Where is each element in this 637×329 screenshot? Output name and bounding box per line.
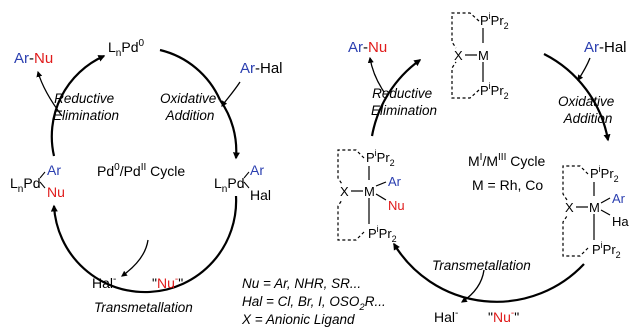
left-oxidative-label: Oxidative Addition [160, 91, 220, 123]
arc-transmetallation [50, 195, 238, 294]
svg-text:LnPd: LnPd [10, 175, 40, 195]
pincer-complex-aryl-halide: PiPr2 X M PiPr2 Ar Ha [562, 164, 629, 260]
svg-text:M: M [478, 48, 489, 63]
right-reagent-label: Ar-Hal [584, 39, 627, 56]
arc-right-oxidative [543, 53, 611, 142]
left-product-label: Ar-Nu [14, 50, 53, 67]
svg-text:Ar: Ar [250, 162, 264, 178]
arc-reductive-elimination [50, 54, 106, 157]
left-reductive-label: Reductive Elimination [53, 91, 119, 123]
pd-cycle-name: Pd0/PdII Cycle [97, 162, 185, 179]
svg-text:PiPr2: PiPr2 [592, 240, 621, 260]
arrow-transmetallation-split [121, 239, 149, 277]
svg-text:Nu = Ar, NHR, SR...: Nu = Ar, NHR, SR... [242, 276, 361, 291]
right-transmetallation-label: Transmetallation [432, 258, 531, 273]
arrow-right-aryl-halide-in [577, 57, 591, 81]
lnpd0-label: LnPd0 [108, 38, 144, 59]
arc-oxidative-addition [219, 99, 240, 160]
m-cycle-name: MI/MIII Cycle [468, 152, 545, 169]
svg-text:X: X [565, 200, 574, 215]
pd-aryl-halide-complex: LnPd Ar Hal [214, 162, 271, 203]
arc-right-reductive [370, 59, 422, 137]
arrow-right-transmetallation-split [461, 269, 485, 303]
right-oxidative-label: Oxidative Addition [558, 94, 618, 126]
metals-label: M = Rh, Co [472, 177, 543, 193]
svg-text:X = Anionic Ligand: X = Anionic Ligand [241, 312, 355, 327]
pd-cycle: LnPd0 Ar-Nu Ar-Hal Reductive Elimination… [10, 38, 283, 315]
svg-text:PiPr2: PiPr2 [480, 81, 509, 101]
svg-text:PiPr2: PiPr2 [480, 11, 509, 31]
svg-text:Hal: Hal [250, 187, 271, 203]
arrow-right-product-release [367, 56, 385, 93]
svg-text:Ar: Ar [47, 162, 61, 178]
right-product-label: Ar-Nu [348, 39, 387, 56]
legend: Nu = Ar, NHR, SR... Hal = Cl, Br, I, OSO… [241, 276, 386, 327]
right-nucleophile-reagent: "Nu-" [488, 308, 519, 325]
svg-text:Ar: Ar [388, 174, 402, 189]
arrow-product-release [36, 70, 63, 117]
svg-text:X: X [454, 48, 463, 63]
arc-lnpd0-to-oxidative [159, 48, 222, 101]
pincer-complex-mi: PiPr2 X M PiPr2 [451, 11, 509, 101]
pincer-complex-aryl-nucleophile: PiPr2 X M PiPr2 Ar Nu [337, 148, 405, 244]
left-reagent-label: Ar-Hal [240, 60, 283, 77]
svg-text:M: M [364, 184, 375, 199]
svg-text:Ar: Ar [612, 191, 626, 206]
svg-text:Hal = Cl, Br, I, OSO2R...: Hal = Cl, Br, I, OSO2R... [242, 294, 386, 313]
svg-text:M: M [589, 200, 600, 215]
svg-text:Nu: Nu [388, 198, 405, 213]
left-transmetallation-label: Transmetallation [94, 300, 193, 315]
svg-text:PiPr2: PiPr2 [368, 224, 397, 244]
svg-text:X: X [340, 184, 349, 199]
svg-text:PiPr2: PiPr2 [366, 148, 395, 168]
svg-text:Nu: Nu [47, 184, 65, 200]
arc-right-transmetallation [393, 242, 585, 303]
right-halide-byproduct: Hal- [434, 308, 458, 325]
pd-aryl-nucleophile-complex: LnPd Ar Nu [10, 162, 65, 200]
svg-text:LnPd: LnPd [214, 175, 244, 195]
arrow-aryl-halide-in [221, 81, 241, 107]
right-reductive-label: Reductive Elimination [371, 86, 437, 118]
left-nucleophile-reagent: "Nu-" [152, 274, 183, 291]
left-halide-byproduct: Hal- [92, 274, 116, 291]
svg-text:Ha: Ha [612, 214, 629, 229]
svg-text:PiPr2: PiPr2 [590, 164, 619, 184]
pincer-cycle: Ar-Nu Ar-Hal Reductive Elimination Oxida… [337, 11, 629, 325]
